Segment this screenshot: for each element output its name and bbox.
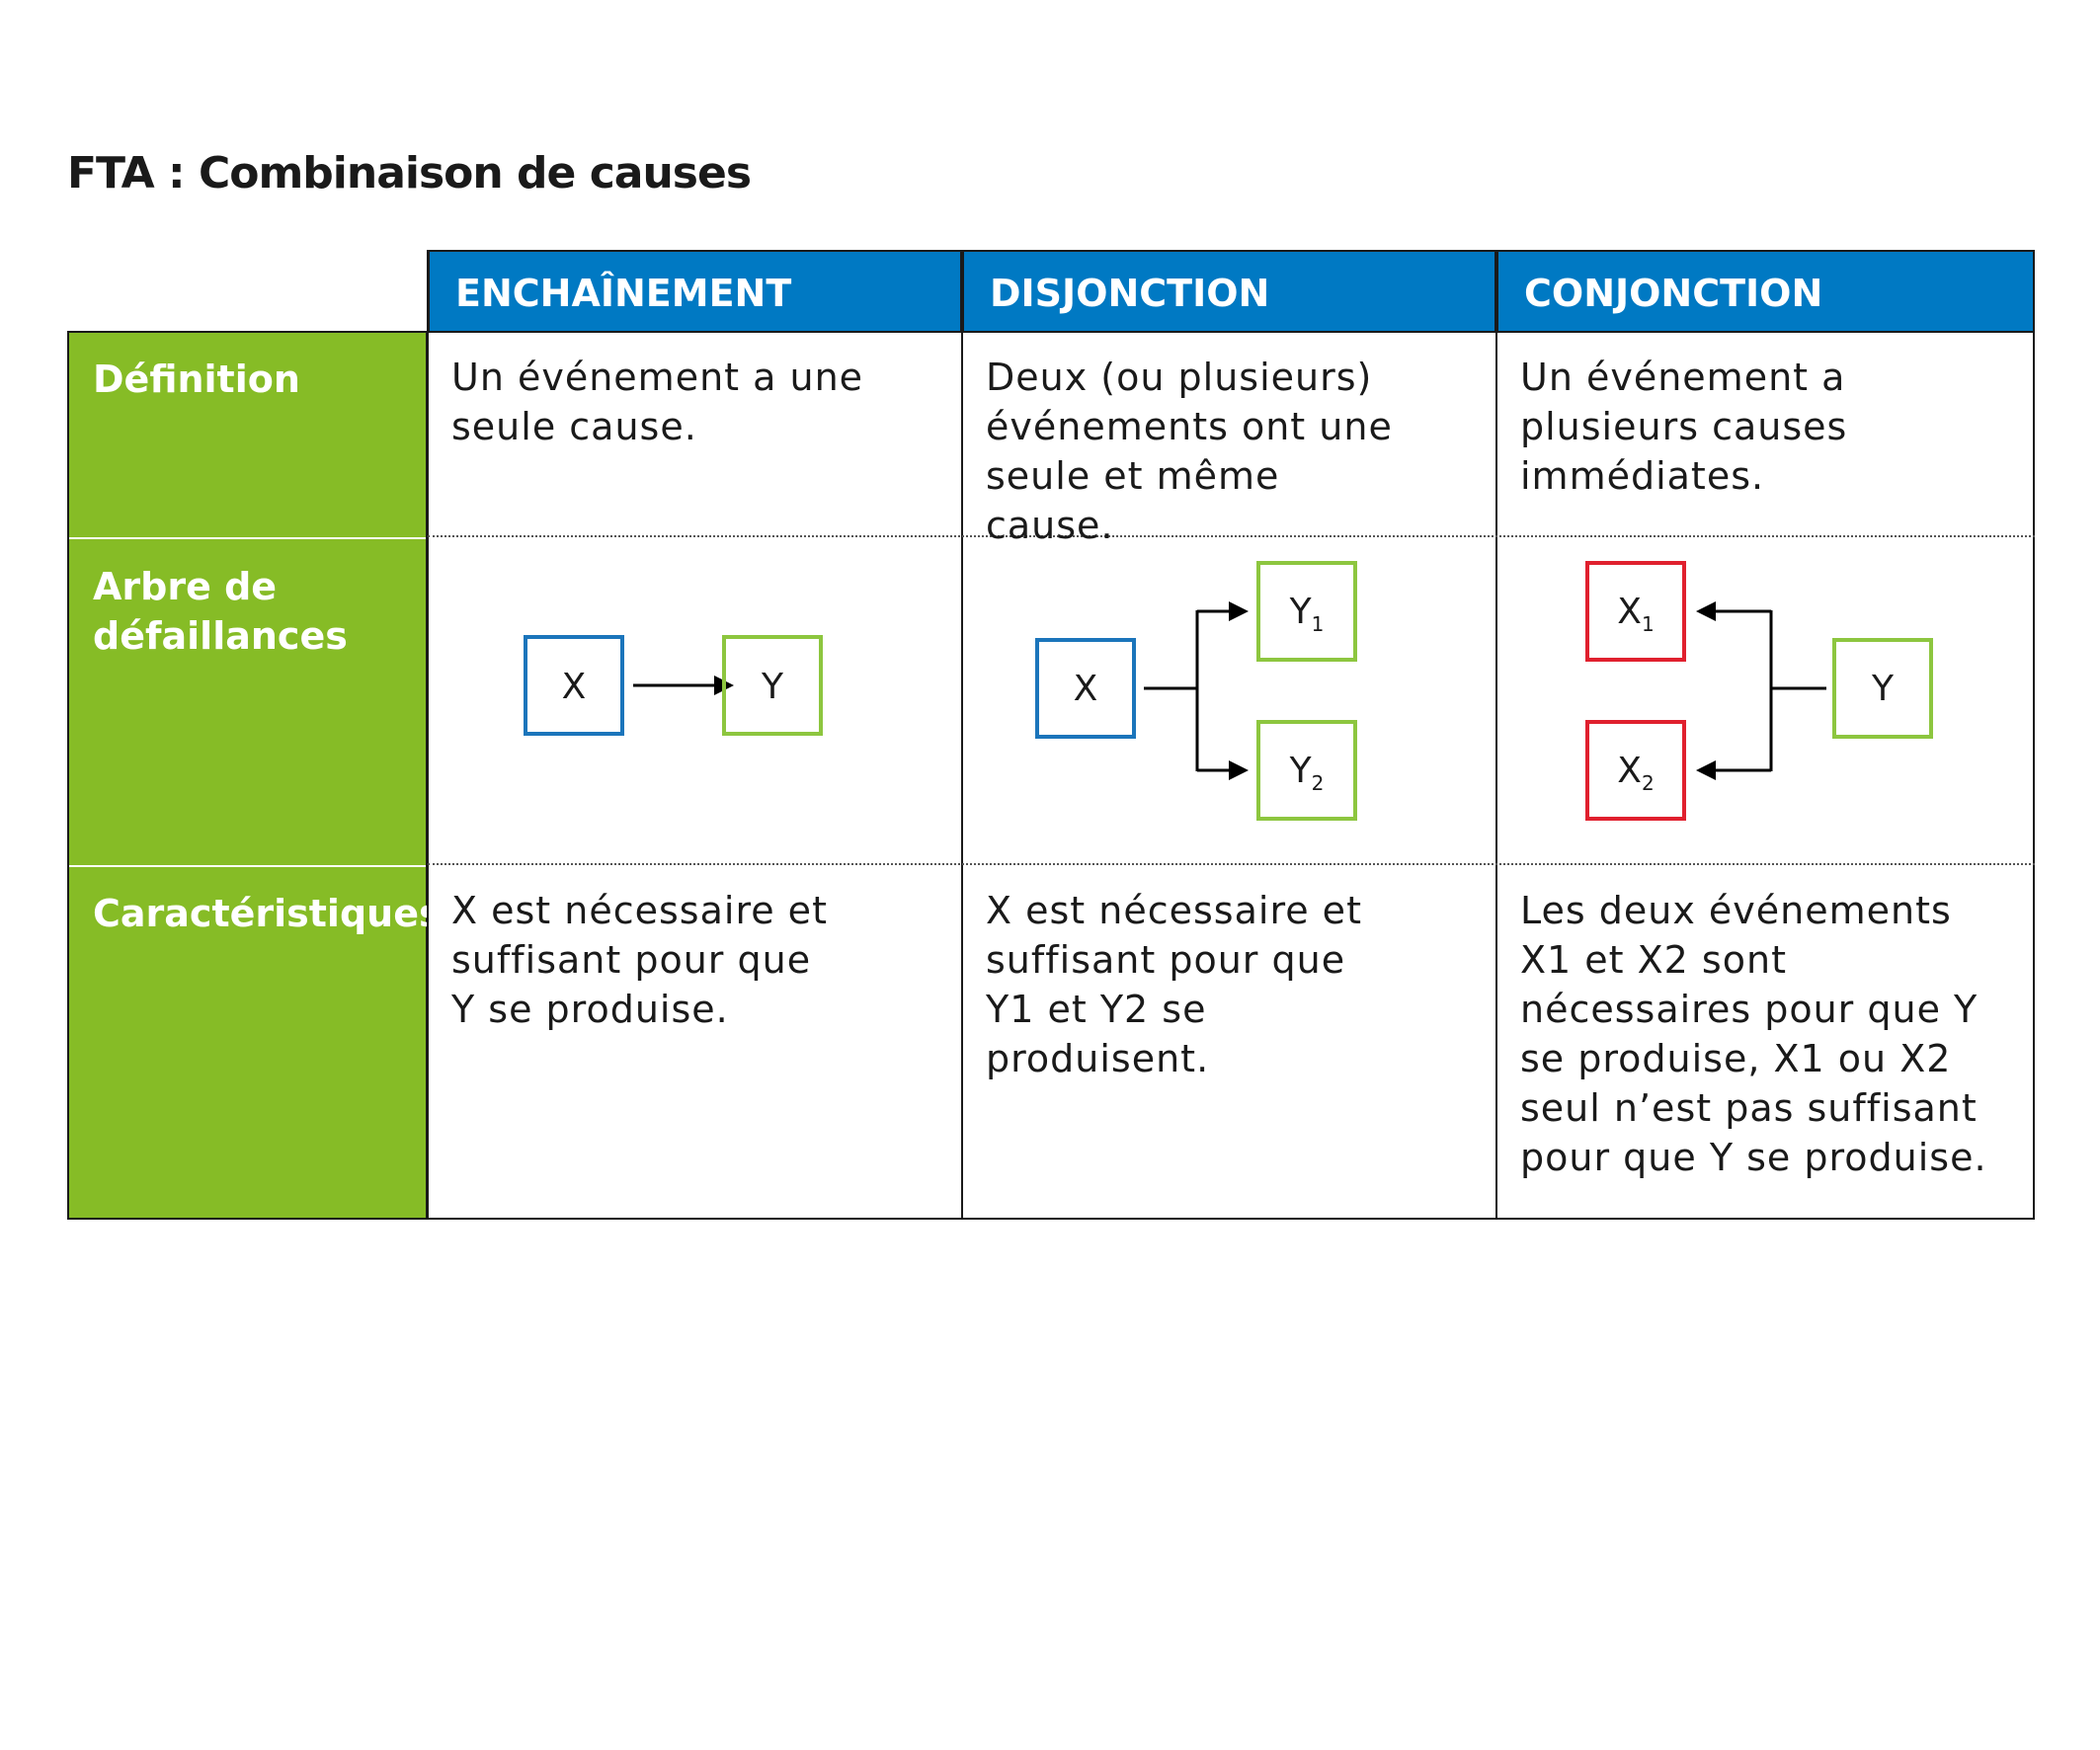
- arrowhead-icon: [1229, 760, 1249, 780]
- cause-box-x1-label: X1: [1617, 592, 1654, 636]
- effect-box-y-label: Y: [761, 667, 784, 707]
- diagram-conjonction: X1 X2 Y: [1585, 561, 1933, 821]
- characteristics-conjonction: Les deux événements X1 et X2 sont nécess…: [1520, 889, 1987, 1179]
- row-header-arbre: Arbre de défaillances: [93, 565, 348, 658]
- row-separator: [69, 865, 426, 867]
- column-header-disjonction: DISJONCTION: [962, 250, 1496, 331]
- cause-box-x: [1035, 638, 1136, 739]
- row-header-definition: Définition: [93, 358, 300, 401]
- effect-box-y: [1832, 638, 1933, 739]
- effect-box-y-label: Y: [1871, 669, 1895, 709]
- table-body: [428, 331, 2035, 1220]
- definition-conjonction: Un événement a plusieurs causes immédiat…: [1520, 356, 1848, 498]
- characteristics-disjonction: X est nécessaire et suffisant pour que Y…: [986, 889, 1362, 1080]
- definition-disjonction: Deux (ou plusieurs) événements ont une s…: [986, 356, 1393, 547]
- definition-enchainement: Un événement a une seule cause.: [451, 356, 864, 448]
- row-divider: [428, 863, 2035, 865]
- arrowhead-icon: [1696, 601, 1716, 621]
- effect-box-y2-label: Y2: [1289, 751, 1325, 795]
- column-divider: [427, 250, 429, 1220]
- column-divider: [961, 250, 963, 1220]
- page-title: FTA : Combinaison de causes: [67, 148, 752, 199]
- row-header-column: Définition Arbre de défaillances Caracté…: [67, 331, 442, 1220]
- effect-box-y2: [1256, 720, 1357, 821]
- column-header-conjonction: CONJONCTION: [1496, 250, 2035, 331]
- cause-box-x-label: X: [1074, 669, 1098, 709]
- effect-box-y1-label: Y1: [1289, 592, 1325, 636]
- effect-box-y: [722, 635, 823, 736]
- arrowhead-icon: [1696, 760, 1716, 780]
- cause-box-x2: [1585, 720, 1686, 821]
- column-divider: [1495, 250, 1497, 1220]
- diagram-enchainement: X Y: [524, 635, 823, 736]
- row-header-caracteristiques: Caractéristiques: [93, 892, 442, 935]
- cause-box-x-label: X: [562, 667, 587, 707]
- cause-box-x2-label: X2: [1617, 751, 1654, 795]
- cause-box-x: [524, 635, 624, 736]
- row-divider: [428, 535, 2035, 537]
- row-separator: [69, 537, 426, 539]
- column-header-enchainement: ENCHAÎNEMENT: [428, 250, 962, 331]
- characteristics-enchainement: X est nécessaire et suffisant pour que Y…: [451, 889, 828, 1031]
- cause-box-x1: [1585, 561, 1686, 662]
- effect-box-y1: [1256, 561, 1357, 662]
- arrowhead-icon: [1229, 601, 1249, 621]
- diagram-disjonction: X Y1 Y2: [1035, 561, 1357, 821]
